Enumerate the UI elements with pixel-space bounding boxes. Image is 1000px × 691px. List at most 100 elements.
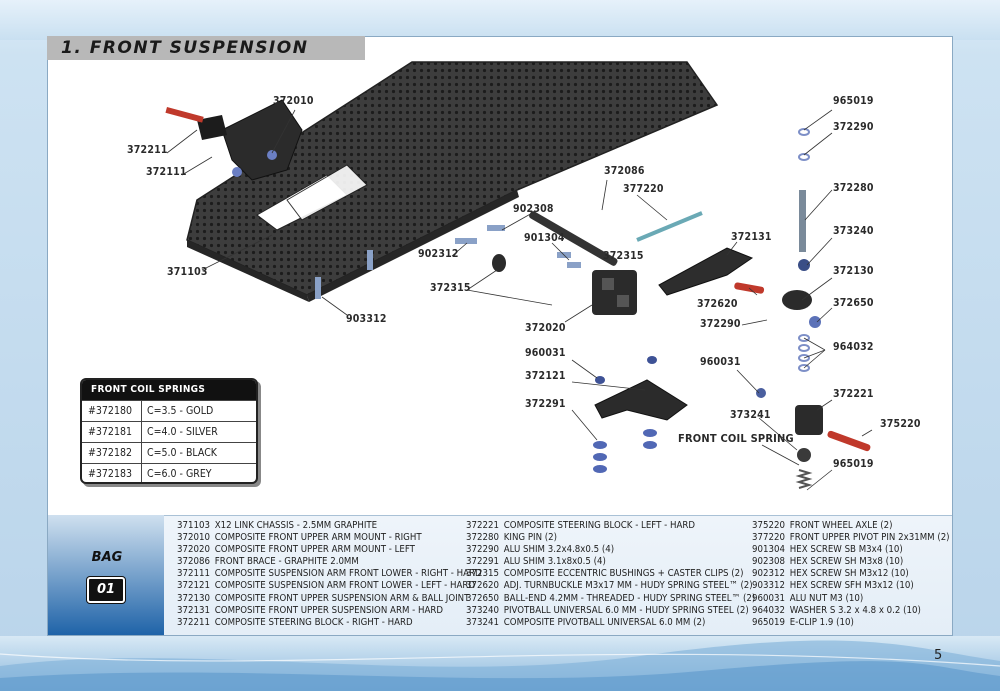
king-pin xyxy=(799,190,806,252)
wave-decoration xyxy=(0,640,1000,691)
part-number: 372315 xyxy=(466,568,499,580)
front-coil-springs-table: FRONT COIL SPRINGS #372180 C=3.5 - GOLD … xyxy=(80,378,258,484)
part-description: X12 LINK CHASSIS - 2.5MM GRAPHITE xyxy=(214,520,378,531)
callout-901304: 901304 xyxy=(524,232,565,244)
chassis-plate xyxy=(186,61,719,302)
list-item: 372111 COMPOSITE SUSPENSION ARM FRONT LO… xyxy=(177,568,482,580)
pivotball xyxy=(798,259,810,271)
spring-part-number: #372183 xyxy=(82,464,142,482)
spring-rate: C=6.0 - GREY xyxy=(147,468,212,480)
list-item: 371103 X12 LINK CHASSIS - 2.5MM GRAPHITE xyxy=(177,520,482,532)
composite-pivotball xyxy=(797,448,811,462)
part-description: COMPOSITE SUSPENSION ARM FRONT LOWER - L… xyxy=(214,580,476,592)
callout-372020: 372020 xyxy=(525,322,566,334)
part-number: 960031 xyxy=(752,592,785,604)
callout-373240: 373240 xyxy=(833,225,874,237)
part-number: 371103 xyxy=(177,520,210,531)
parts-list-column-3: 375220 FRONT WHEEL AXLE (2) 377220 FRONT… xyxy=(752,520,950,629)
callout-372221: 372221 xyxy=(833,388,874,400)
callout-965019-bottom: 965019 xyxy=(833,458,874,470)
table-row: #372180 C=3.5 - GOLD xyxy=(82,400,256,421)
part-description: HEX SCREW SFH M3x12 (10) xyxy=(789,580,914,592)
part-number: 372291 xyxy=(466,556,499,568)
part-description: HEX SCREW SH M3x8 (10) xyxy=(789,556,904,568)
part-description: COMPOSITE STEERING BLOCK - RIGHT - HARD xyxy=(214,616,413,628)
part-number: 372111 xyxy=(177,568,210,580)
part-description: FRONT BRACE - GRAPHITE 2.0MM xyxy=(214,556,359,568)
callout-372121: 372121 xyxy=(525,370,566,382)
part-number: 964032 xyxy=(752,604,785,616)
part-number: 372131 xyxy=(177,604,210,616)
spring-rate: C=4.0 - SILVER xyxy=(147,426,218,438)
part-number: 903312 xyxy=(752,580,785,592)
part-description: FRONT WHEEL AXLE (2) xyxy=(789,520,893,531)
callout-372211: 372211 xyxy=(127,144,168,156)
part-description: ALU SHIM 3.1x8x0.5 (4) xyxy=(503,556,606,568)
page-number: 5 xyxy=(934,648,943,663)
list-item: 372315 COMPOSITE ECCENTRIC BUSHINGS + CA… xyxy=(466,568,755,580)
list-item: 372280 KING PIN (2) xyxy=(466,532,755,544)
parts-list-band xyxy=(48,515,952,635)
callout-372291: 372291 xyxy=(525,398,566,410)
page-background-top xyxy=(0,0,1000,40)
list-item: 901304 HEX SCREW SB M3x4 (10) xyxy=(752,544,950,556)
part-number: 375220 xyxy=(752,520,785,531)
part-number: 372290 xyxy=(466,544,499,556)
part-number: 372650 xyxy=(466,592,499,604)
part-description: BALL-END 4.2MM - THREADED - HUDY SPRING … xyxy=(503,592,756,604)
callout-372290-mid: 372290 xyxy=(700,318,741,330)
part-description: HEX SCREW SH M3x12 (10) xyxy=(789,568,909,580)
callout-964032: 964032 xyxy=(833,341,874,353)
spring-part-number: #372181 xyxy=(82,422,142,442)
list-item: 375220 FRONT WHEEL AXLE (2) xyxy=(752,520,950,532)
callout-375220: 375220 xyxy=(880,418,921,430)
callout-965019-top: 965019 xyxy=(833,95,874,107)
list-item: 373240 PIVOTBALL UNIVERSAL 6.0 MM - HUDY… xyxy=(466,605,755,617)
table-row: #372181 C=4.0 - SILVER xyxy=(82,421,256,442)
leader-lines xyxy=(166,109,873,491)
list-item: 372290 ALU SHIM 3.2x4.8x0.5 (4) xyxy=(466,544,755,556)
bag-number-badge: 01 xyxy=(87,577,125,603)
exploded-diagram xyxy=(165,61,873,491)
list-item: 903312 HEX SCREW SFH M3x12 (10) xyxy=(752,580,950,592)
part-description: ALU NUT M3 (10) xyxy=(789,592,864,604)
part-number: 901304 xyxy=(752,544,785,556)
part-number: 372020 xyxy=(177,544,210,556)
part-number: 902312 xyxy=(752,568,785,580)
callout-372650: 372650 xyxy=(833,297,874,309)
part-number: 377220 xyxy=(752,532,785,544)
list-item: 372221 COMPOSITE STEERING BLOCK - LEFT -… xyxy=(466,520,755,532)
callout-960031-left: 960031 xyxy=(525,347,566,359)
part-description: FRONT UPPER PIVOT PIN 2x31MM (2) xyxy=(789,532,950,544)
page-background-bottom xyxy=(0,636,1000,691)
callout-373241: 373241 xyxy=(730,409,771,421)
parts-list-column-2: 372221 COMPOSITE STEERING BLOCK - LEFT -… xyxy=(466,520,755,629)
table-row: #372182 C=5.0 - BLACK xyxy=(82,442,256,463)
list-item: 372650 BALL-END 4.2MM - THREADED - HUDY … xyxy=(466,593,755,605)
part-number: 372280 xyxy=(466,532,499,544)
list-item: 964032 WASHER S 3.2 x 4.8 x 0.2 (10) xyxy=(752,605,950,617)
part-description: KING PIN (2) xyxy=(503,532,558,544)
list-item: 377220 FRONT UPPER PIVOT PIN 2x31MM (2) xyxy=(752,532,950,544)
spring-part-number: #372182 xyxy=(82,443,142,463)
callout-front-coil-spring: FRONT COIL SPRING xyxy=(678,432,794,445)
list-item: 372620 ADJ. TURNBUCKLE M3x17 MM - HUDY S… xyxy=(466,580,755,592)
part-description: ADJ. TURNBUCKLE M3x17 MM - HUDY SPRING S… xyxy=(503,580,753,592)
section-title: 1. FRONT SUSPENSION xyxy=(47,36,365,60)
part-description: E-CLIP 1.9 (10) xyxy=(789,616,854,628)
part-number: 372010 xyxy=(177,532,210,544)
part-number: 372221 xyxy=(466,520,499,531)
callout-372620: 372620 xyxy=(697,298,738,310)
list-item: 372121 COMPOSITE SUSPENSION ARM FRONT LO… xyxy=(177,580,482,592)
list-item: 372211 COMPOSITE STEERING BLOCK - RIGHT … xyxy=(177,617,482,629)
ball-joint xyxy=(782,290,812,310)
callout-902312: 902312 xyxy=(418,248,459,260)
bag-label: BAG xyxy=(91,550,123,565)
washers-left xyxy=(593,356,657,473)
callout-372111: 372111 xyxy=(146,166,187,178)
upper-arm-mount-left xyxy=(592,270,637,315)
part-description: HEX SCREW SB M3x4 (10) xyxy=(789,544,903,556)
part-description: COMPOSITE FRONT UPPER ARM MOUNT - LEFT xyxy=(214,544,415,556)
list-item: 372086 FRONT BRACE - GRAPHITE 2.0MM xyxy=(177,556,482,568)
list-item: 372020 COMPOSITE FRONT UPPER ARM MOUNT -… xyxy=(177,544,482,556)
